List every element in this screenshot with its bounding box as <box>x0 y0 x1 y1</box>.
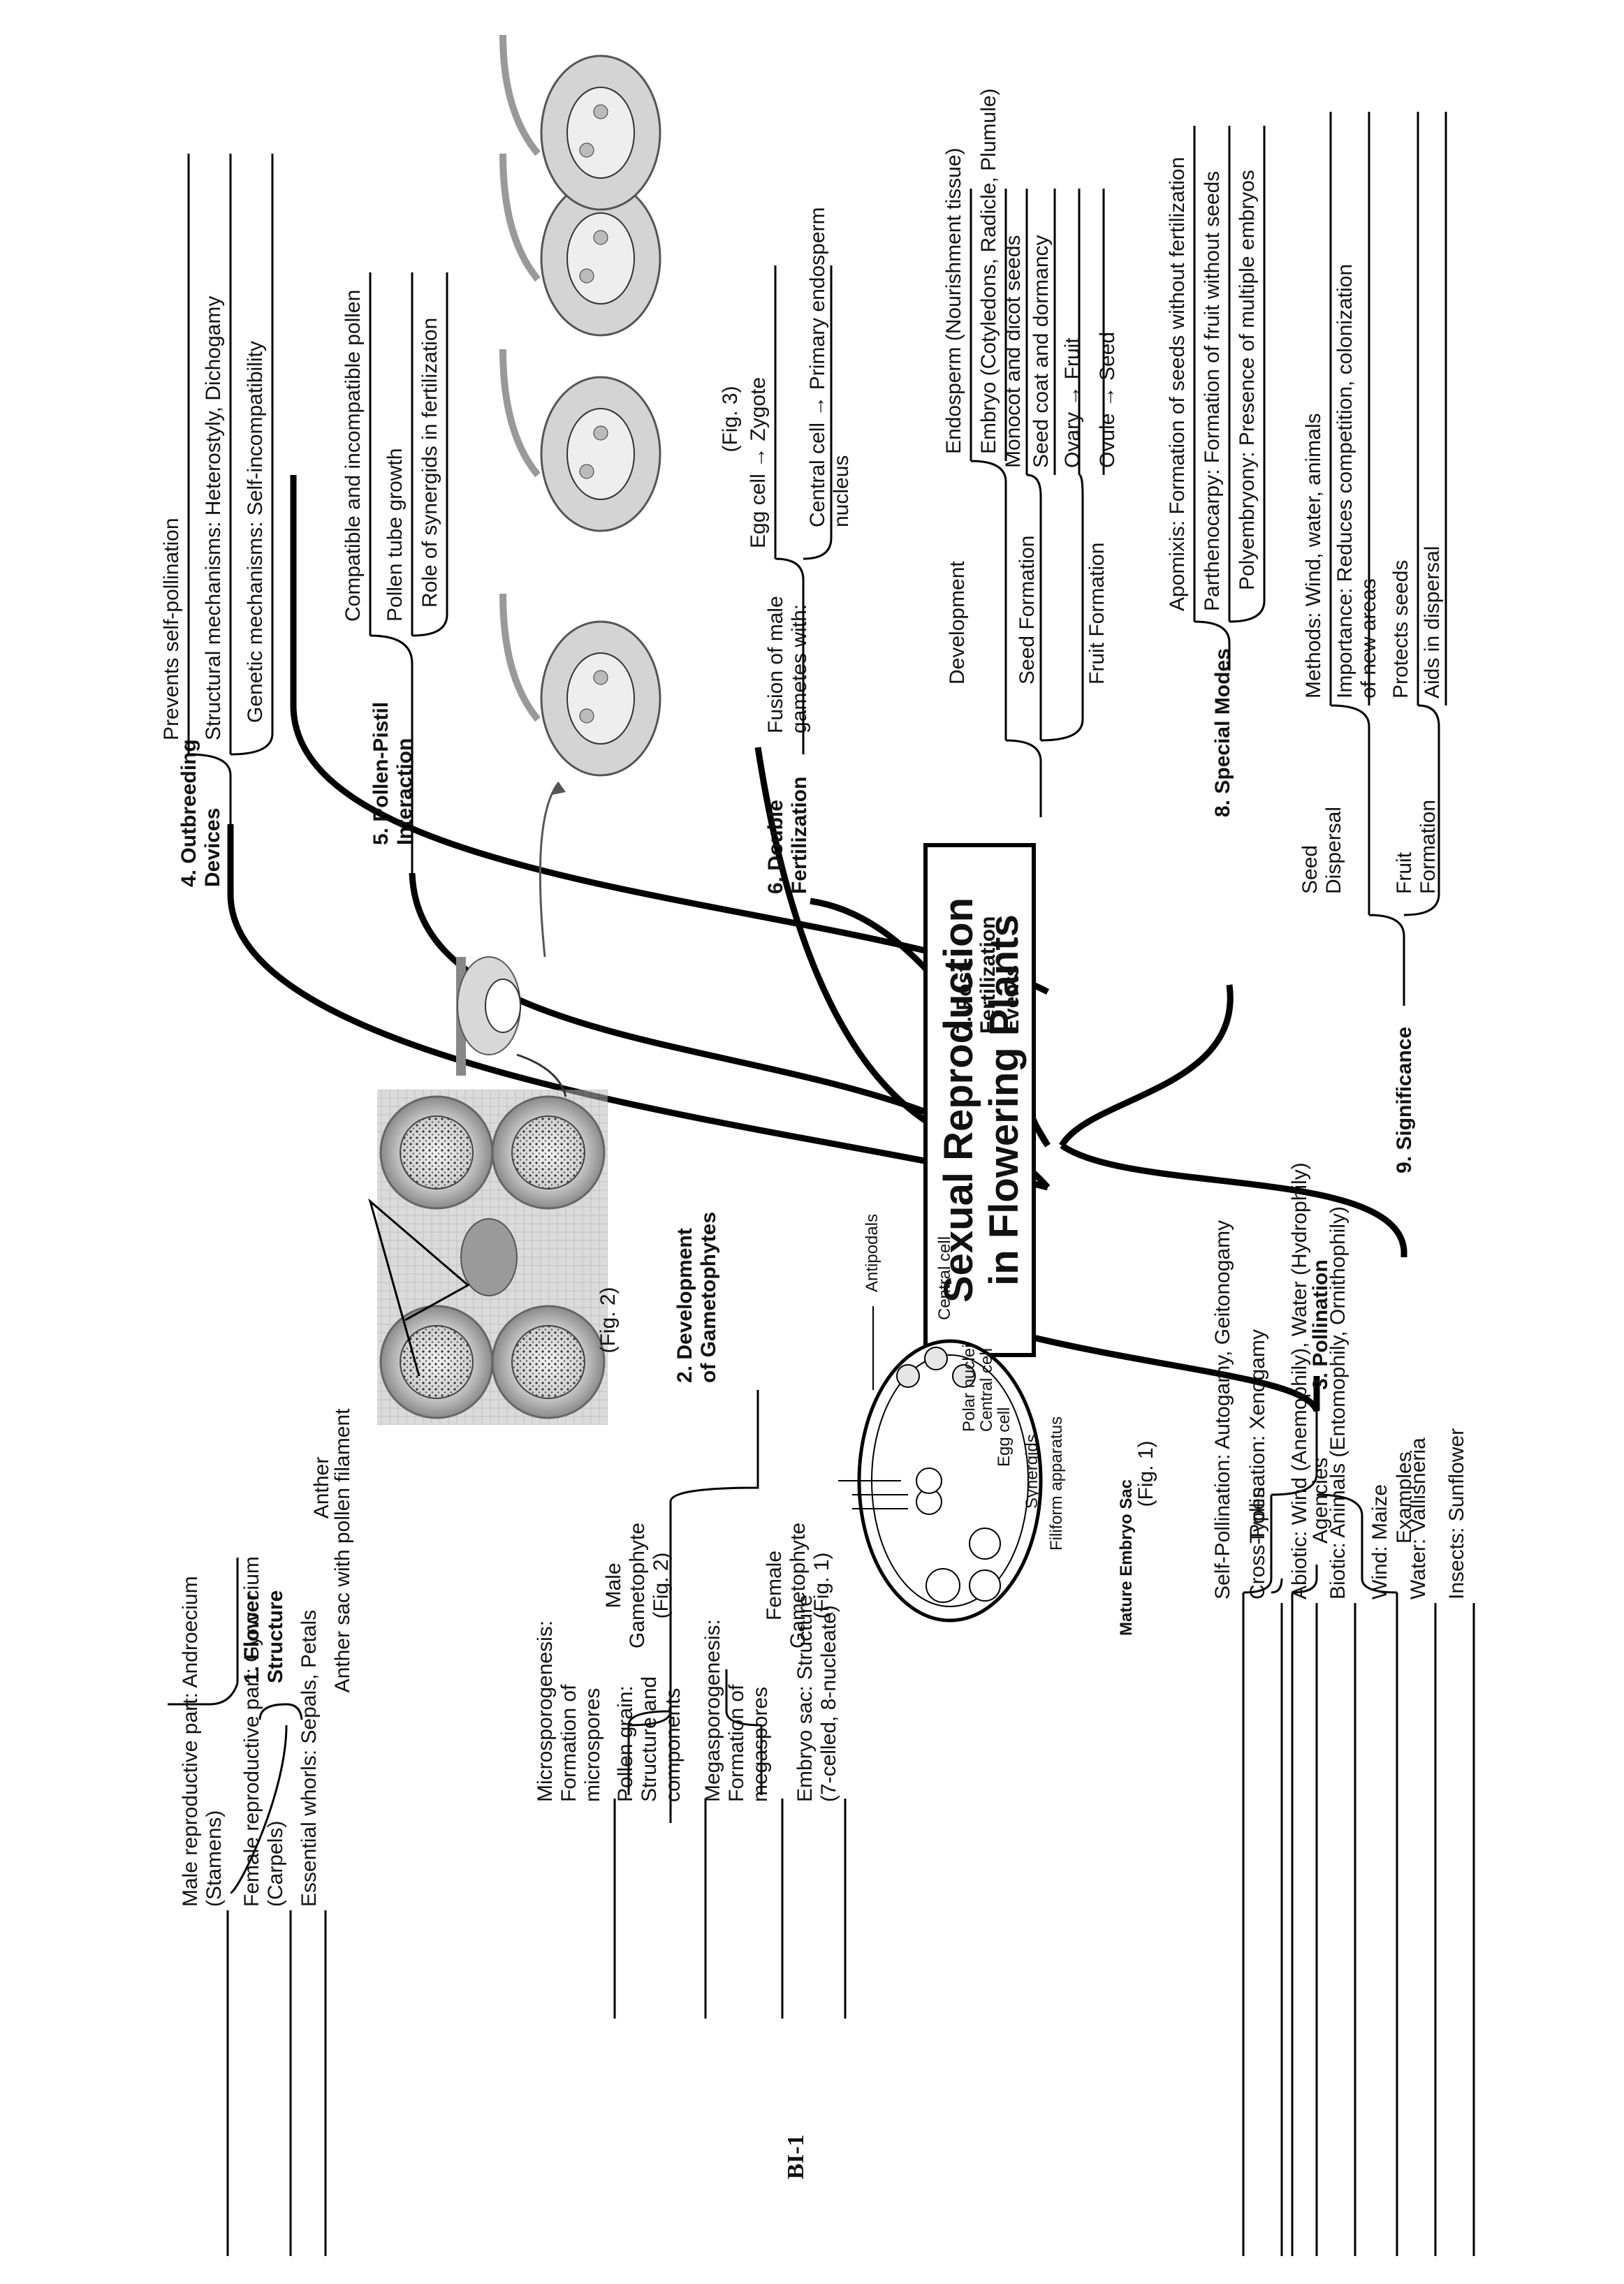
pollination-example-item: Water: Vallisneria <box>1407 1437 1430 1599</box>
page-number: BI-1 <box>783 2135 809 2179</box>
embryo-sac-label: Polar nuclei <box>960 1345 979 1432</box>
female-gametophyte-label: FemaleGametophyte(Fig. 1) <box>763 1523 833 1648</box>
female-item-megasporogenesis: Megasporogenesis:Formation ofmegaspores <box>701 1619 772 1802</box>
ovule <box>499 349 661 532</box>
anther-sac-caption: Anther sac with pollen filament <box>331 1408 354 1693</box>
pollination-title: 3. Pollination <box>1309 1259 1332 1390</box>
embryo-sac-label: Central cell <box>935 1236 954 1320</box>
embryo-sac-label: Antipodals <box>863 1214 882 1292</box>
flower-structure-items: Male reproductive part: Androecium(Stame… <box>179 1556 327 2256</box>
seed-formation-item: Seed coat and dormancy <box>1030 235 1053 468</box>
gametophytes-title: 2. Developmentof Gametophytes <box>673 1212 720 1383</box>
seed-formation-label: Seed Formation <box>1016 536 1039 685</box>
fruit-formation-item: Ovule → Seed <box>1096 332 1119 468</box>
development-label: Development <box>946 561 969 685</box>
ovule <box>499 153 661 337</box>
significance-title: 9. Significance <box>1393 1027 1416 1173</box>
double-fertilization-title: 6. DoubleFertilization <box>764 777 811 894</box>
double-fertilization-item: Central cell → Primary endospermnucleus <box>806 207 853 527</box>
pollination-example-item: Wind: Maize <box>1368 1484 1391 1599</box>
pollination-agencies-label: Agencies <box>1309 1458 1332 1544</box>
center-title-box: Sexual Reproduction in Flowering Plants <box>923 843 1036 1357</box>
outbreeding-item: Structural mechanisms: Heterostyly, Dich… <box>202 296 225 740</box>
node-significance: 9. Significance SeedDispersal Methods: W… <box>1299 112 1447 1173</box>
double-fertilization-item: Egg cell → Zygote <box>747 377 770 548</box>
pollen-pistil-item: Role of synergids in fertilization <box>418 318 441 608</box>
ovule <box>499 593 661 777</box>
embryo-sac-caption: Mature Embryo Sac <box>1117 1479 1136 1636</box>
flower-structure-title: 1. FlowerStructure <box>240 1590 287 1683</box>
fruit-formation-item: Ovary → Fruit <box>1061 337 1084 468</box>
ovule-small <box>456 956 567 1097</box>
fertilization-fig: (Fig. 3) <box>719 386 742 452</box>
pollen-pistil-title: 5. Pollen-PistilInteraction <box>370 702 416 845</box>
special-modes-item: Apomixis: Formation of seeds without fer… <box>1166 157 1189 611</box>
fertilization-figure: (Fig. 3) <box>456 34 742 1097</box>
node-double-fertilization: 6. DoubleFertilization Fusion of malegam… <box>747 207 853 894</box>
flower-item-female: Female reproductive part: Gynoecium(Carp… <box>240 1556 287 1907</box>
node-post-fertilization: 7. Post-FertilizationEvents Development … <box>942 88 1119 1034</box>
male-gametophyte-label: MaleGametophyte(Fig. 2) <box>602 1523 673 1648</box>
mind-map: Sexual Reproduction in Flowering Plants … <box>160 34 1475 2256</box>
embryo-sac-label: Egg cell <box>995 1407 1014 1467</box>
male-item-pollen-grain: Pollen grain:Structure andcomponents <box>614 1676 685 1802</box>
embryo-sac-label: Synergids <box>1023 1434 1041 1509</box>
development-item: Embryo (Cotyledons, Radicle, Plumule) <box>977 88 1000 454</box>
pollination-type-item: Self-Pollination: Autogamy, Geitonogamy <box>1211 1220 1234 1599</box>
anther-fig: (Fig. 2) <box>597 1287 620 1353</box>
pollination-agency-item: Abiotic: Wind (Anemophily), Water (Hydro… <box>1288 1162 1311 1599</box>
center-title-line2: in Flowering Plants <box>981 914 1027 1286</box>
special-modes-item: Parthenocarpy: Formation of fruit withou… <box>1201 171 1224 611</box>
node-flower-structure: 1. FlowerStructure Male reproductive par… <box>168 1090 620 2256</box>
flower-item-whorls: Essential whorls: Sepals, Petals <box>298 1610 321 1907</box>
double-fertilization-label: Fusion of malegametes with: <box>764 596 811 733</box>
pollen-pistil-item: Compatible and incompatible pollen <box>342 290 365 622</box>
special-modes-item: Polyembryony: Presence of multiple embry… <box>1236 170 1259 590</box>
male-item-microsporogenesis: Microsporogenesis:Formation ofmicrospore… <box>534 1620 604 1802</box>
embryo-sac-figure: Antipodals Central cell Polar nuclei Cen… <box>838 1214 1157 1636</box>
anther-illustration: Anther Anther sac with pollen filament (… <box>310 1090 620 1692</box>
embryo-sac-fig: (Fig. 1) <box>1134 1440 1157 1507</box>
pollination-examples-label: Examples <box>1393 1451 1416 1544</box>
embryo-sac-label: Filiform apparatus <box>1047 1416 1066 1551</box>
node-gametophytes: 2. Developmentof Gametophytes MaleGameto… <box>534 1212 847 2019</box>
node-pollination: 3. Pollination Types Self-Pollination: A… <box>1211 1162 1475 2256</box>
significance-fruit-label: FruitFormation <box>1393 800 1440 894</box>
embryo-sac-label: Central cell <box>977 1348 996 1432</box>
branch-significance <box>1060 1143 1407 1257</box>
branch-special-modes <box>1059 984 1234 1148</box>
post-fertilization-title: 7. Post-FertilizationEvents <box>953 916 1023 1034</box>
outbreeding-item: Prevents self-pollination <box>160 518 183 740</box>
outbreeding-title: 4. OutbreedingDevices <box>177 739 224 887</box>
pollination-types-label: Types <box>1246 1488 1269 1544</box>
center-title-line1: Sexual Reproduction <box>936 898 981 1303</box>
female-item-embryo-sac: Embryo sac: Structure(7-celled, 8-nuclea… <box>793 1595 840 1802</box>
node-outbreeding: 4. OutbreedingDevices Prevents self-poll… <box>160 154 274 887</box>
development-item: Endosperm (Nourishment tissue) <box>942 147 965 454</box>
seed-dispersal-label: SeedDispersal <box>1299 807 1345 894</box>
fruit-formation-label: Fruit Formation <box>1085 543 1109 685</box>
seed-dispersal-item: Methods: Wind, water, animals <box>1302 413 1325 698</box>
special-modes-title: 8. Special Modes <box>1211 648 1234 817</box>
significance-fruit-item: Protects seeds <box>1389 560 1412 698</box>
pollination-example-item: Insects: Sunflower <box>1445 1428 1468 1599</box>
seed-dispersal-item: Importance: Reduces competition, coloniz… <box>1333 264 1380 698</box>
anther-caption: Anther <box>310 1457 333 1518</box>
outbreeding-item: Genetic mechanisms: Self-incompatibility <box>244 341 267 723</box>
pollen-pistil-item: Pollen tube growth <box>383 448 407 622</box>
ovule <box>499 34 661 211</box>
branch-pollination <box>990 1324 1320 1412</box>
seed-formation-item: Monocot and dicot seeds <box>1002 235 1025 468</box>
flower-item-male: Male reproductive part: Androecium(Stame… <box>179 1576 226 1907</box>
pollination-type-item: Cross-Pollination: Xenogamy <box>1246 1329 1269 1599</box>
significance-fruit-item: Aids in dispersal <box>1421 546 1444 698</box>
node-special-modes: 8. Special Modes Apomixis: Formation of … <box>1166 126 1266 817</box>
node-pollen-pistil: 5. Pollen-PistilInteraction Compatible a… <box>342 272 448 873</box>
pollination-agency-item: Biotic: Animals (Entomophily, Ornithophi… <box>1326 1206 1349 1599</box>
